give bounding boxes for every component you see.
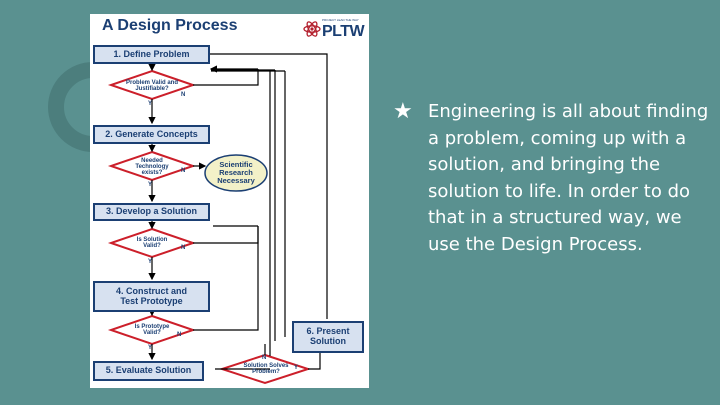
yes-marker: Y — [294, 365, 299, 371]
yes-marker: Y — [148, 259, 153, 265]
pltw-logo: PROJECT LEAD THE WAY PLTW — [302, 18, 365, 42]
no-marker: N — [262, 355, 267, 361]
logo-tagline: PROJECT LEAD THE WAY — [322, 18, 359, 22]
step-construct-test: 4. Construct and Test Prototype — [93, 281, 210, 312]
yes-marker: Y — [148, 345, 153, 351]
no-marker: N — [181, 92, 186, 98]
step-define-problem: 1. Define Problem — [93, 45, 210, 64]
no-marker: N — [177, 332, 182, 338]
no-marker: N — [181, 245, 186, 251]
decision-label: Solution Solves Problem? — [243, 362, 289, 375]
research-bubble-shape — [204, 154, 268, 192]
atom-icon — [303, 21, 321, 37]
yes-marker: Y — [148, 101, 153, 107]
step-present-solution: 6. Present Solution — [292, 321, 364, 353]
no-marker: N — [181, 168, 186, 174]
step-develop-solution: 3. Develop a Solution — [93, 203, 210, 221]
yes-marker: Y — [148, 182, 153, 188]
design-process-diagram: A Design Process PROJECT LEAD THE WAY PL… — [90, 14, 369, 388]
decision-label: Is Solution Valid? — [136, 236, 168, 249]
decision-label: Is Prototype Valid? — [134, 323, 170, 336]
research-bubble: Scientific Research Necessary — [217, 159, 255, 186]
bullet-text: Engineering is all about finding a probl… — [428, 101, 709, 255]
step-evaluate-solution: 5. Evaluate Solution — [93, 361, 204, 381]
step-generate-concepts: 2. Generate Concepts — [93, 125, 210, 144]
decision-label: Needed Technology exists? — [135, 157, 169, 177]
logo-text: PLTW — [322, 23, 365, 40]
diagram-title: A Design Process — [102, 17, 238, 34]
decision-label: Problem Valid and Justifiable? — [126, 79, 179, 92]
star-icon: ★ — [393, 99, 413, 124]
